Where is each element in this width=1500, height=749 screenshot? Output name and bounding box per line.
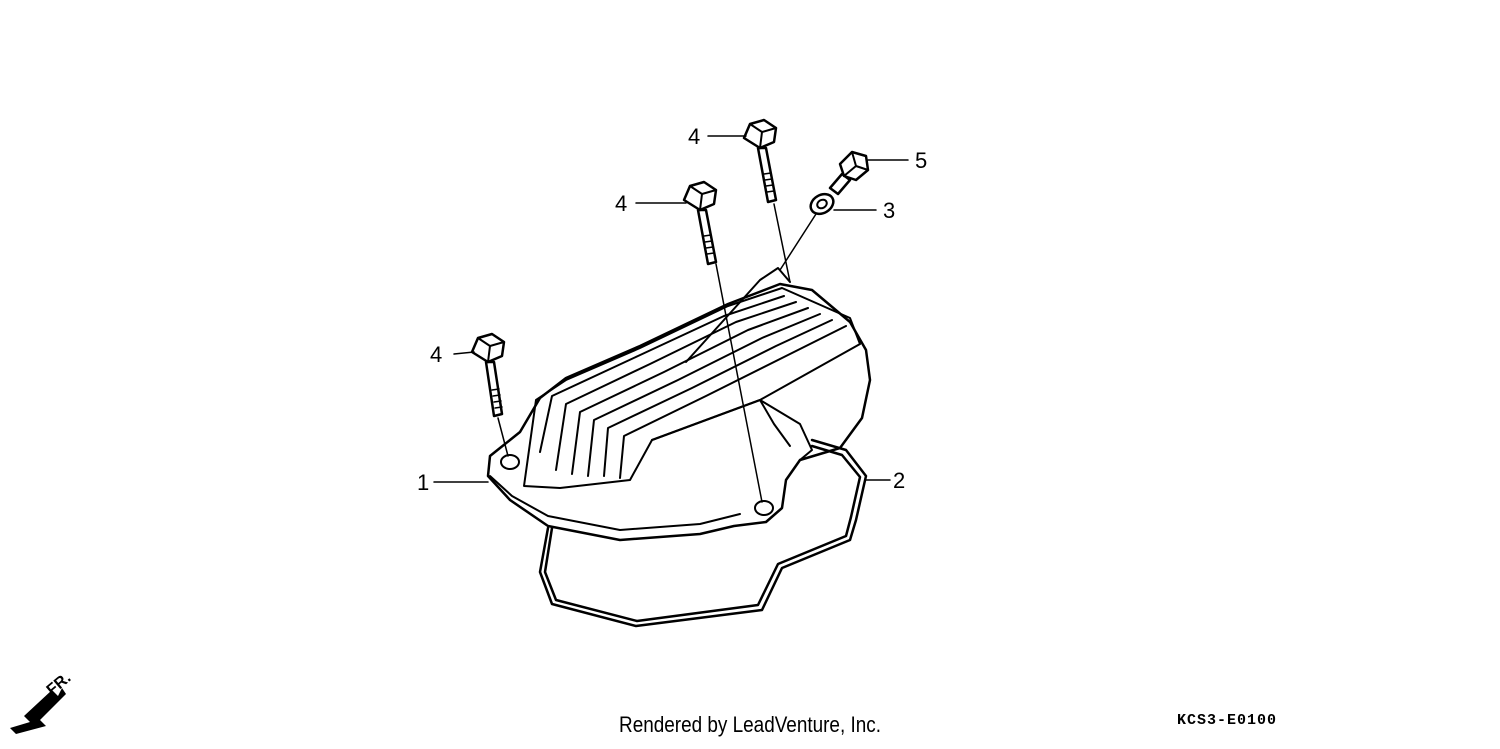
callout-part-4-top: 4 [688, 124, 700, 149]
flange-bolt-top[interactable] [742, 118, 778, 204]
callout-part-3: 3 [883, 198, 895, 223]
leader-lines [433, 135, 909, 503]
flange-bolt-middle[interactable] [682, 180, 718, 266]
callout-part-4-left: 4 [430, 342, 442, 367]
callout-part-5: 5 [915, 148, 927, 173]
callout-part-4-middle: 4 [615, 191, 627, 216]
special-bolt[interactable] [828, 150, 870, 196]
cylinder-head-cover[interactable] [486, 267, 872, 542]
footer-credit: Rendered by LeadVenture, Inc. [619, 712, 881, 737]
callout-part-1: 1 [417, 470, 429, 495]
diagram-code: KCS3-E0100 [1177, 712, 1278, 729]
sealing-washer[interactable] [807, 190, 837, 218]
flange-bolt-left[interactable] [470, 332, 506, 418]
front-arrow-icon [10, 688, 66, 734]
callout-part-2: 2 [893, 468, 905, 493]
cylinder-head-gasket[interactable] [538, 438, 868, 628]
